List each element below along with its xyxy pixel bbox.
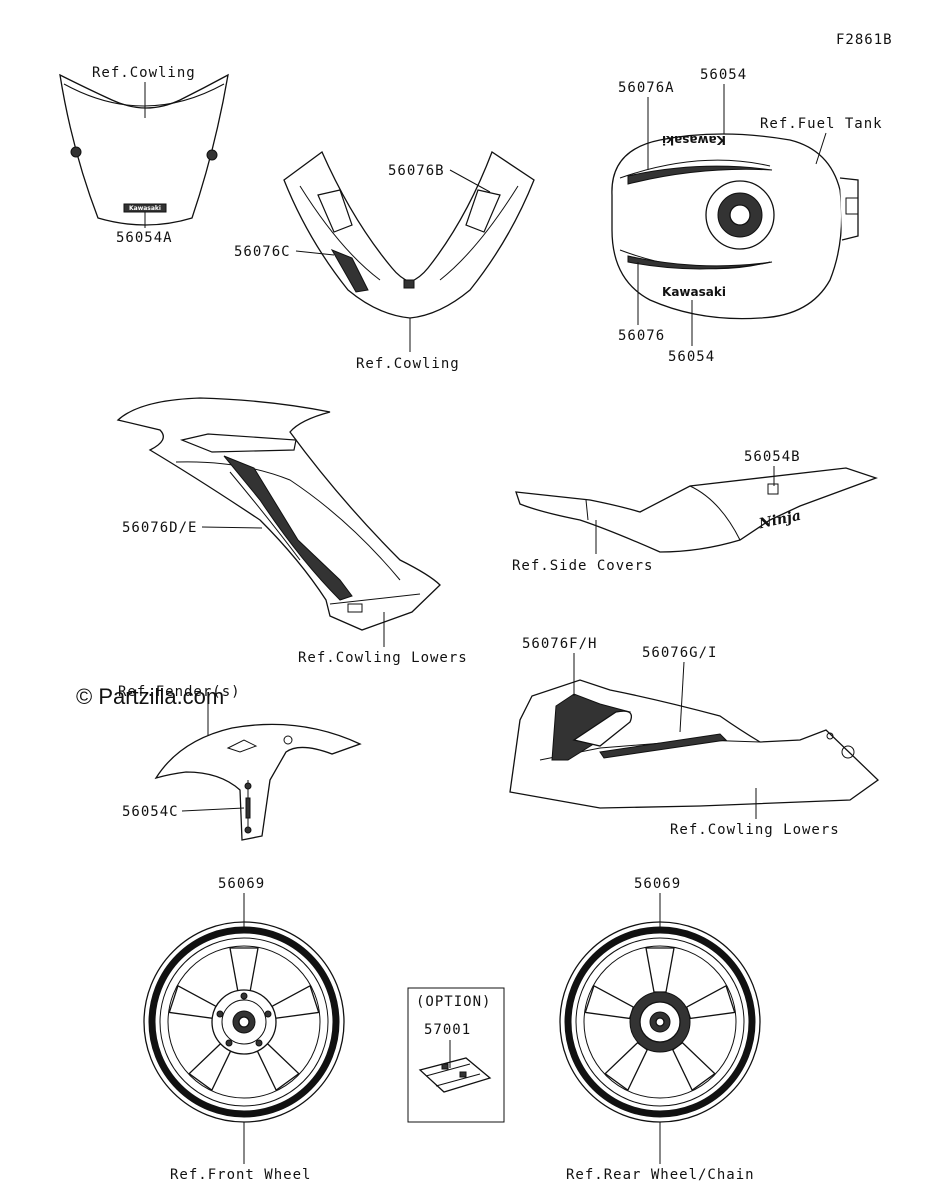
cowling-decal-56076C (330, 249, 369, 293)
cowling-decal-56076B-left (317, 189, 353, 233)
label-56076GI: 56076G/I (642, 645, 717, 661)
windscreen: Kawasaki (59, 73, 229, 226)
label-56076DE: 56076D/E (122, 520, 197, 536)
label-ref-cowling-lowers-right: Ref.Cowling Lowers (670, 822, 840, 838)
label-option: (OPTION) (416, 994, 491, 1010)
windscreen-decal-text: Kawasaki (129, 205, 161, 212)
label-ref-cowling-lowers-left: Ref.Cowling Lowers (298, 650, 468, 666)
label-56076A: 56076A (618, 80, 675, 96)
fairing-decal-56076DE (223, 455, 353, 601)
label-ref-cowling-mid: Ref.Cowling (356, 356, 460, 372)
label-ref-cowling-top: Ref.Cowling (92, 65, 196, 81)
fairing-decal-stripe (179, 433, 297, 453)
front-fender (154, 723, 362, 841)
label-56054-bottom: 56054 (668, 349, 715, 365)
tank-decal-56054-bottom: Kawasaki (662, 285, 726, 299)
label-57001: 57001 (424, 1022, 471, 1038)
label-ref-rear-wheel: Ref.Rear Wheel/Chain (566, 1167, 755, 1183)
label-56054A: 56054A (116, 230, 173, 246)
watermark: © Partzilla.com (76, 684, 224, 709)
label-ref-fuel-tank: Ref.Fuel Tank (760, 116, 883, 132)
label-56076: 56076 (618, 328, 665, 344)
label-56054-top: 56054 (700, 67, 747, 83)
label-ref-fenders: Ref.Fender(s) (118, 684, 241, 700)
tail-cowl: Ninja (515, 467, 878, 553)
label-56076C: 56076C (234, 244, 291, 260)
front-wheel (143, 921, 345, 1123)
label-56054C: 56054C (122, 804, 179, 820)
lower-cowling-right (509, 679, 880, 809)
label-56069-left: 56069 (218, 876, 265, 892)
label-ref-front-wheel: Ref.Front Wheel (170, 1167, 311, 1183)
label-ref-side-covers: Ref.Side Covers (512, 558, 653, 574)
fender-decal-56054C (245, 797, 251, 819)
label-56069-right: 56069 (634, 876, 681, 892)
lower-decal-56076GI (599, 733, 728, 759)
label-56076FH: 56076F/H (522, 636, 597, 652)
side-fairing-left (116, 397, 441, 631)
cowling-decal-56076B-right (465, 189, 501, 233)
fuel-tank: Kawasaki Kawasaki (611, 133, 859, 320)
label-56054B: 56054B (744, 449, 801, 465)
tank-decal-56054-top: Kawasaki (662, 133, 726, 147)
option-box (407, 987, 505, 1123)
label-56076B: 56076B (388, 163, 445, 179)
rear-wheel (559, 921, 761, 1123)
diagram-code: F2861B (836, 32, 893, 48)
option-part-57001 (418, 1057, 492, 1093)
upper-cowling (283, 150, 535, 319)
